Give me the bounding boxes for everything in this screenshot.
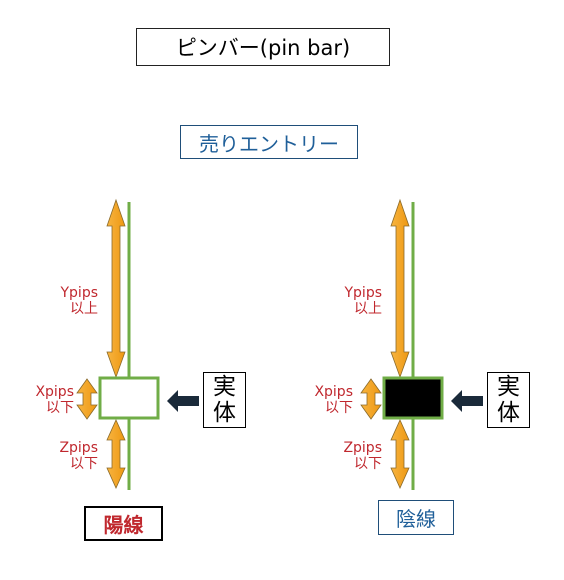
- bullish-type-box: 陽線: [84, 506, 163, 541]
- right-upper-wick-label: Ypips 以上: [322, 285, 382, 317]
- left-upper-wick-label: Ypips 以上: [38, 285, 98, 317]
- left-y-condition: 以上: [70, 301, 98, 317]
- left-x-condition: 以下: [46, 400, 74, 416]
- right-y-pips: Ypips: [344, 285, 382, 301]
- left-x-pips: Xpips: [35, 384, 74, 400]
- right-y-condition: 以上: [354, 301, 382, 317]
- right-x-pips: Xpips: [314, 384, 353, 400]
- right-candle-body: [382, 376, 444, 420]
- left-lower-wick-arrow: [106, 419, 126, 489]
- right-lower-wick-arrow: [390, 419, 410, 489]
- bearish-type-box: 陰線: [378, 500, 454, 535]
- left-upper-wick-arrow: [106, 198, 126, 379]
- right-lower-wick-label: Zpips 以下: [322, 440, 382, 472]
- left-body-range-arrow: [76, 378, 98, 420]
- right-body-range-arrow: [360, 378, 382, 420]
- bearish-type-text: 陰線: [396, 507, 436, 531]
- left-body-callout: 実 体: [203, 372, 246, 428]
- right-z-pips: Zpips: [343, 440, 382, 456]
- title-text: ピンバー(pin bar): [175, 36, 351, 60]
- left-body-char-2: 体: [213, 400, 236, 426]
- left-y-pips: Ypips: [60, 285, 98, 301]
- left-body-char-1: 実: [213, 374, 236, 400]
- right-x-condition: 以下: [325, 400, 353, 416]
- left-pointer-arrow: [167, 390, 199, 412]
- right-body-char-2: 体: [497, 400, 520, 426]
- left-candle-body: [98, 376, 160, 420]
- right-upper-wick-arrow: [390, 198, 410, 379]
- left-z-condition: 以下: [70, 456, 98, 472]
- right-body-char-1: 実: [497, 374, 520, 400]
- left-body-label: Xpips 以下: [14, 384, 74, 416]
- entry-text: 売りエントリー: [199, 131, 339, 156]
- title-box: ピンバー(pin bar): [136, 28, 390, 66]
- left-z-pips: Zpips: [59, 440, 98, 456]
- left-lower-wick-label: Zpips 以下: [38, 440, 98, 472]
- right-pointer-arrow: [451, 390, 483, 412]
- entry-label-box: 売りエントリー: [180, 125, 358, 159]
- bullish-type-text: 陽線: [103, 513, 144, 537]
- right-body-label: Xpips 以下: [293, 384, 353, 416]
- right-body-callout: 実 体: [487, 372, 530, 428]
- right-z-condition: 以下: [354, 456, 382, 472]
